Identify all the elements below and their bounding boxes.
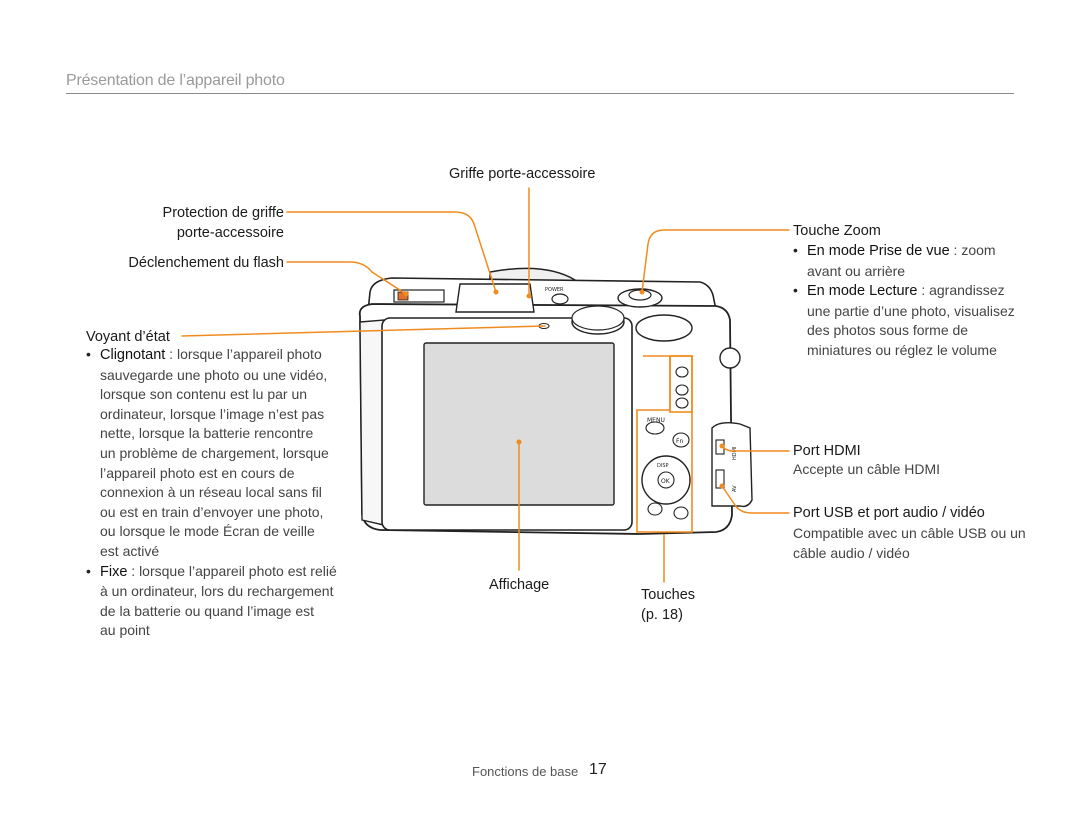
zoom-description: •En mode Prise de vue : zoom avant ou ar…	[793, 241, 1015, 361]
status-blinking-line: un problème de chargement, lorsque	[100, 444, 329, 461]
label-hot-shoe: Griffe porte-accessoire	[449, 166, 596, 182]
label-hdmi-port: Port HDMI	[793, 443, 861, 459]
zoom-playback-term: En mode Lecture	[807, 283, 918, 300]
status-steady-item: •Fixe : lorsque l’appareil photo est rel…	[86, 562, 337, 580]
exposure-dial	[635, 314, 693, 342]
zoom-playback-line: une partie d’une photo, visualisez	[807, 302, 1015, 319]
label-hot-shoe-cover-line2: porte-accessoire	[176, 225, 284, 241]
fn-label: Fn	[676, 438, 683, 445]
status-blinking-line: connexion à un réseau local sans fil	[100, 484, 322, 501]
usb-description-line: câble audio / vidéo	[793, 545, 910, 561]
zoom-playback-line: miniatures ou réglez le volume	[807, 341, 997, 358]
hdmi-description: Accepte un câble HDMI	[793, 461, 941, 477]
status-blinking-line: nette, lorsque la batterie rencontre	[100, 425, 314, 442]
status-blinking-line: ou lorsque le mode Écran de veille	[100, 523, 315, 540]
menu-button	[645, 421, 665, 435]
status-blinking-line: ordinateur, lorsque l’image n’est pas	[100, 405, 325, 422]
usb-description-line: Compatible avec un câble USB ou un	[793, 525, 1026, 541]
disp-label: DISP	[657, 463, 669, 469]
menu-label: MENU	[647, 417, 665, 424]
power-button	[551, 293, 569, 305]
strap-lug	[719, 347, 741, 369]
status-blinking-line: lorsque son contenu est lu par un	[100, 386, 308, 403]
status-blinking-line: ou est en train d’envoyer une photo,	[100, 503, 324, 520]
port-door	[711, 421, 753, 508]
header-rule	[66, 93, 1014, 94]
power-label: POWER	[545, 287, 564, 293]
zoom-shooting-line: : zoom	[949, 242, 996, 258]
hdmi-marking: HDMI	[732, 447, 738, 460]
label-buttons: Touches	[641, 587, 696, 603]
ok-label: OK	[661, 478, 671, 485]
status-blinking-line: l’appareil photo est en cours de	[100, 464, 295, 481]
zoom-shooting-item: •En mode Prise de vue : zoom	[793, 242, 996, 259]
zoom-playback-line: des photos sous forme de	[807, 322, 969, 339]
label-usb-port: Port USB et port audio / vidéo	[793, 505, 985, 521]
footer-page-number: 17	[589, 761, 607, 778]
callout-dots	[403, 289, 725, 489]
zoom-playback-line: : agrandissez	[917, 282, 1005, 299]
status-steady-term: Fixe	[100, 563, 128, 580]
label-status-lamp: Voyant d’état	[86, 329, 170, 345]
status-blinking-line: sauvegarde une photo ou une vidéo,	[100, 366, 328, 383]
status-steady-line: à un ordinateur, lors du rechargement	[100, 583, 334, 600]
hot-shoe-cover	[455, 283, 535, 313]
label-zoom-button: Touche Zoom	[793, 223, 881, 239]
zoom-playback-item: •En mode Lecture : agrandissez	[793, 282, 1005, 300]
ok-button	[657, 471, 675, 489]
status-blinking-term: Clignotant	[100, 347, 166, 363]
status-blinking-line: est activé	[100, 542, 160, 559]
page-header-title: Présentation de l’appareil photo	[66, 72, 285, 89]
footer-section: Fonctions de base	[472, 764, 579, 779]
fn-button	[672, 432, 690, 448]
label-flash-release: Déclenchement du flash	[128, 255, 284, 271]
label-buttons-page: (p. 18)	[641, 607, 683, 623]
status-blinking-line: : lorsque l’appareil photo	[165, 346, 322, 362]
status-steady-line: au point	[100, 622, 150, 639]
zoom-shooting-line: avant ou arrière	[807, 262, 906, 279]
label-display: Affichage	[489, 577, 550, 593]
zoom-shooting-term: En mode Prise de vue	[807, 243, 950, 259]
status-blinking-item: •Clignotant : lorsque l’appareil photo	[86, 346, 322, 363]
status-lamp-description: •Clignotant : lorsque l’appareil photo s…	[86, 345, 337, 641]
shutter-button	[628, 289, 652, 301]
status-steady-line: de la batterie ou quand l’image est	[100, 602, 315, 619]
av-marking: AV	[732, 485, 738, 492]
label-hot-shoe-cover-line1: Protection de griffe	[162, 205, 284, 221]
status-steady-line: : lorsque l’appareil photo est relié	[127, 562, 337, 579]
usb-socket	[715, 469, 725, 489]
